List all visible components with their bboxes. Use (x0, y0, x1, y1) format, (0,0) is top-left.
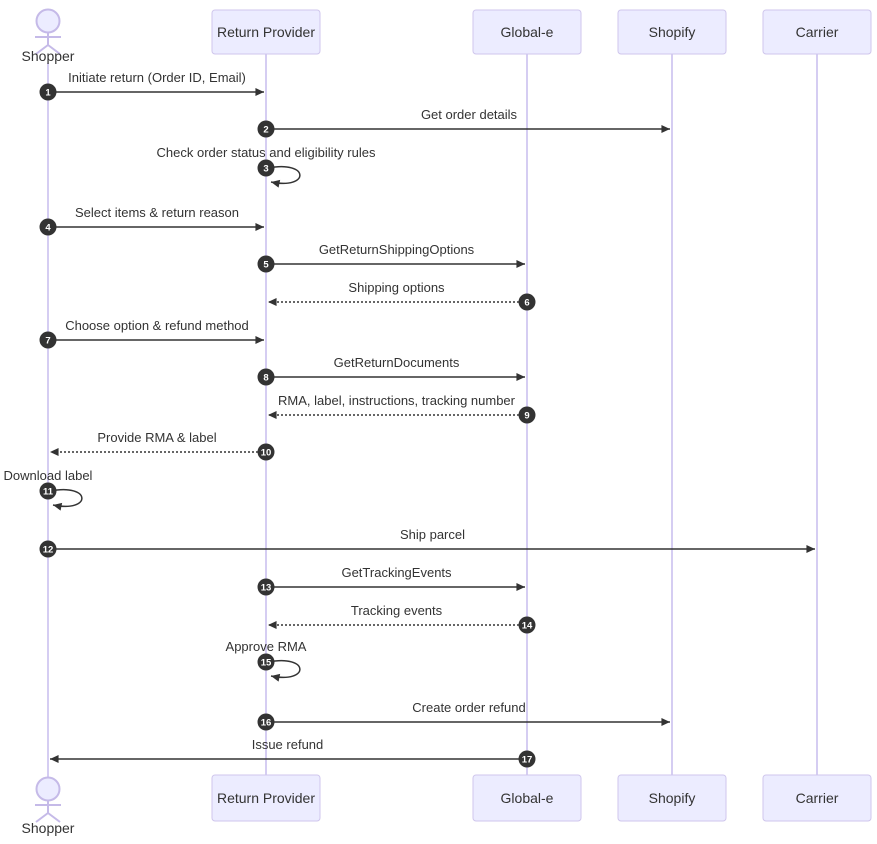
bottom-participant-box-global_e (472, 774, 582, 822)
sequence-number-10: 10 (261, 448, 272, 459)
sequence-number-11: 11 (43, 487, 54, 498)
sequence-number-badge (257, 159, 275, 177)
sequence-number-badge (518, 293, 536, 311)
sequence-number-badge (39, 218, 57, 236)
sequence-number-badge (39, 83, 57, 101)
sequence-number-16: 16 (261, 718, 272, 729)
message-label-4: Select items & return reason (75, 205, 239, 220)
sequence-number-badge (257, 120, 275, 138)
sequence-number-8: 8 (263, 373, 268, 384)
message-label-7: Choose option & refund method (65, 318, 249, 333)
sequence-number-badge (39, 331, 57, 349)
sequence-number-12: 12 (43, 545, 54, 556)
message-label-17: Issue refund (252, 737, 324, 752)
message-selfloop-15 (267, 659, 301, 682)
top-participant-box-shopify (617, 9, 727, 55)
top-participant-label-global_e: Global-e (501, 24, 554, 40)
person-leg-icon (35, 44, 49, 55)
message-label-2: Get order details (421, 107, 518, 122)
sequence-number-badge (39, 540, 57, 558)
sequence-number-badge (518, 406, 536, 424)
bottom-actor-label-shopper: Shopper (22, 820, 75, 836)
sequence-number-badge (257, 578, 275, 596)
person-head-icon (35, 8, 61, 34)
sequence-number-13: 13 (261, 583, 272, 594)
person-leg-icon (35, 812, 49, 823)
top-participant-box-return_provider (211, 9, 321, 55)
person-icon (35, 8, 61, 55)
bottom-participant-label-carrier: Carrier (796, 790, 839, 806)
sequence-number-6: 6 (524, 298, 529, 309)
message-label-5: GetReturnShippingOptions (319, 242, 475, 257)
bottom-participant-box-carrier (762, 774, 872, 822)
sequence-number-badge (39, 482, 57, 500)
message-selfloop-3 (267, 165, 301, 188)
message-label-6: Shipping options (348, 280, 445, 295)
message-label-8: GetReturnDocuments (334, 355, 460, 370)
sequence-number-2: 2 (263, 125, 268, 136)
top-participant-label-return_provider: Return Provider (217, 24, 315, 40)
sequence-number-5: 5 (263, 260, 269, 271)
sequence-number-badge (518, 750, 536, 768)
message-label-12: Ship parcel (400, 527, 465, 542)
message-label-14: Tracking events (351, 603, 443, 618)
sequence-number-1: 1 (45, 88, 51, 99)
top-participant-box-carrier (762, 9, 872, 55)
top-participant-label-carrier: Carrier (796, 24, 839, 40)
sequence-number-badge (257, 713, 275, 731)
sequence-number-badge (518, 616, 536, 634)
top-actor-label-shopper: Shopper (22, 48, 75, 64)
person-head-icon (35, 776, 61, 802)
sequence-number-badge (257, 368, 275, 386)
sequence-number-7: 7 (45, 336, 50, 347)
message-label-9: RMA, label, instructions, tracking numbe… (278, 393, 516, 408)
message-label-15: Approve RMA (226, 639, 307, 654)
person-icon (35, 776, 61, 823)
sequence-number-4: 4 (45, 223, 51, 234)
sequence-number-badge (257, 443, 275, 461)
sequence-number-14: 14 (522, 621, 533, 632)
top-participant-label-shopify: Shopify (649, 24, 696, 40)
message-label-3: Check order status and eligibility rules (157, 145, 376, 160)
bottom-participant-label-shopify: Shopify (649, 790, 696, 806)
message-label-10: Provide RMA & label (97, 430, 216, 445)
sequence-number-15: 15 (261, 658, 272, 669)
bottom-participant-box-shopify (617, 774, 727, 822)
bottom-participant-box-return_provider (211, 774, 321, 822)
message-label-16: Create order refund (412, 700, 525, 715)
bottom-participant-label-return_provider: Return Provider (217, 790, 315, 806)
sequence-number-badge (257, 653, 275, 671)
sequence-number-9: 9 (524, 411, 529, 422)
message-label-1: Initiate return (Order ID, Email) (68, 70, 246, 85)
bottom-participant-label-global_e: Global-e (501, 790, 554, 806)
message-selfloop-11 (49, 488, 83, 511)
top-participant-box-global_e (472, 9, 582, 55)
sequence-number-3: 3 (263, 164, 268, 175)
person-leg-icon (47, 44, 61, 55)
message-label-11: Download label (4, 468, 93, 483)
person-leg-icon (47, 812, 61, 823)
sequence-number-badge (257, 255, 275, 273)
sequence-number-17: 17 (522, 755, 533, 766)
message-label-13: GetTrackingEvents (341, 565, 452, 580)
